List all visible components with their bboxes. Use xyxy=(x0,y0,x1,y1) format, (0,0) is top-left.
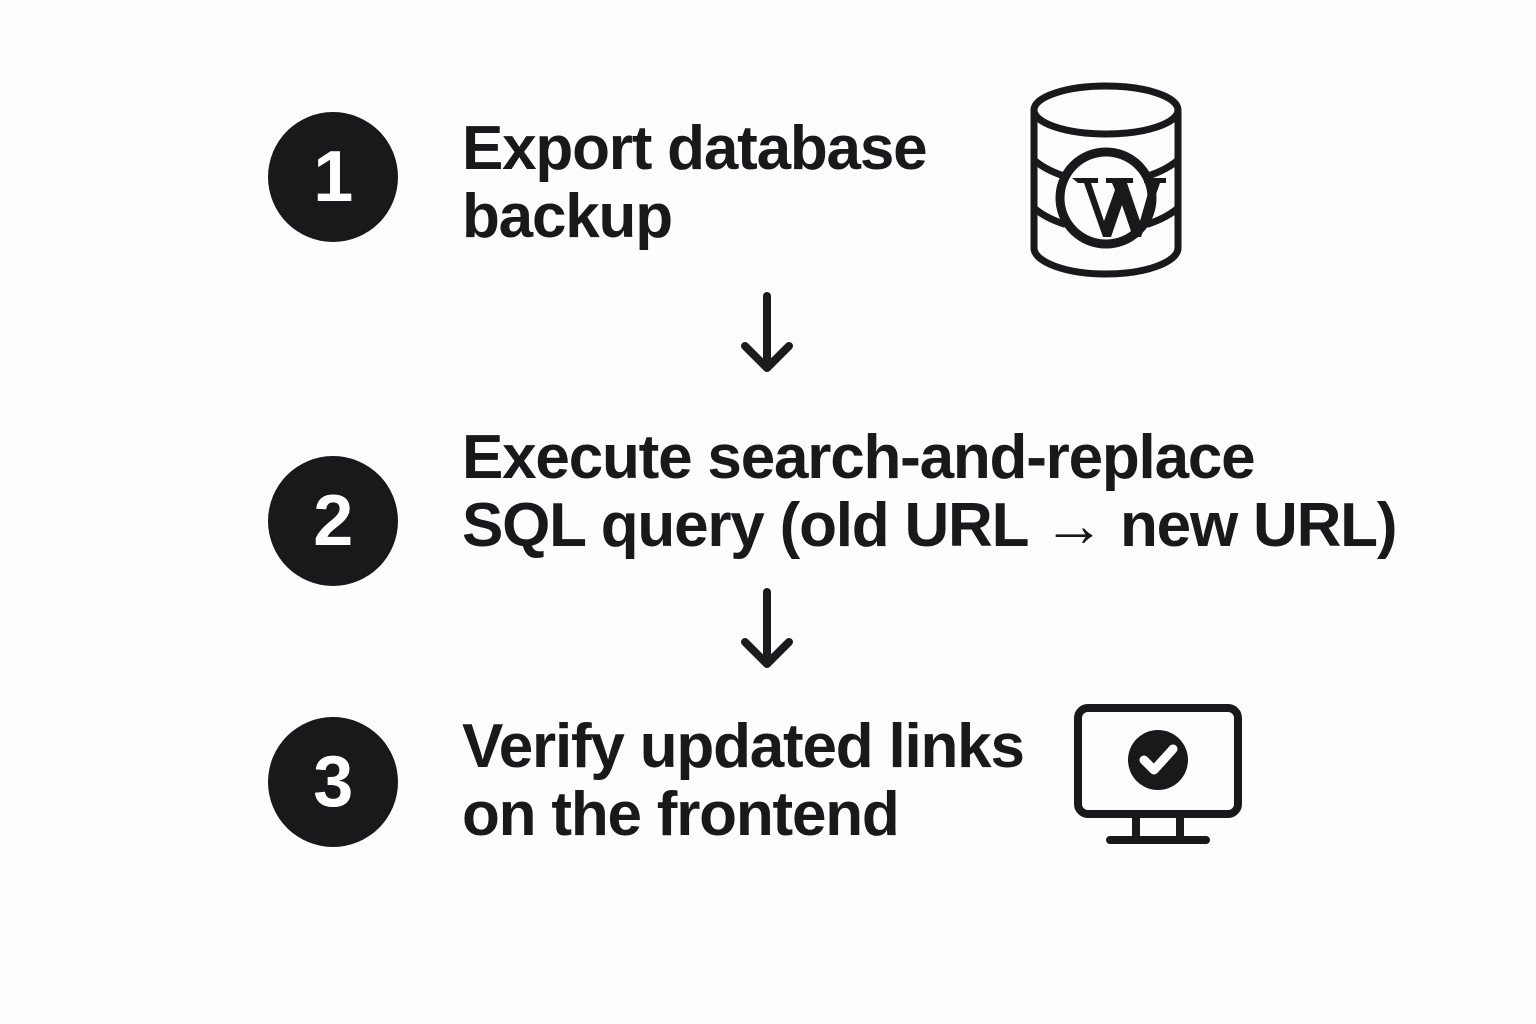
step-label-3: Verify updated links on the frontend xyxy=(462,712,1025,849)
wordpress-database-icon xyxy=(1022,80,1190,290)
monitor-check-icon xyxy=(1072,702,1244,852)
down-arrow-icon xyxy=(737,292,797,378)
step-label-2: Execute search-and-replace SQL query (ol… xyxy=(462,423,1397,560)
step-number-badge-2: 2 xyxy=(268,456,398,586)
step-item-1: 1 Export database backup xyxy=(268,112,928,251)
step-item-2: 2 Execute search-and-replace SQL query (… xyxy=(268,423,1397,586)
step-item-3: 3 Verify updated links on the frontend xyxy=(268,712,1025,849)
step-label-1: Export database backup xyxy=(462,114,928,251)
step-number-badge-3: 3 xyxy=(268,717,398,847)
check-circle-icon xyxy=(1128,730,1188,790)
wordpress-logo-icon xyxy=(1055,147,1166,249)
down-arrow-icon xyxy=(737,588,797,674)
step-number-badge-1: 1 xyxy=(268,112,398,242)
